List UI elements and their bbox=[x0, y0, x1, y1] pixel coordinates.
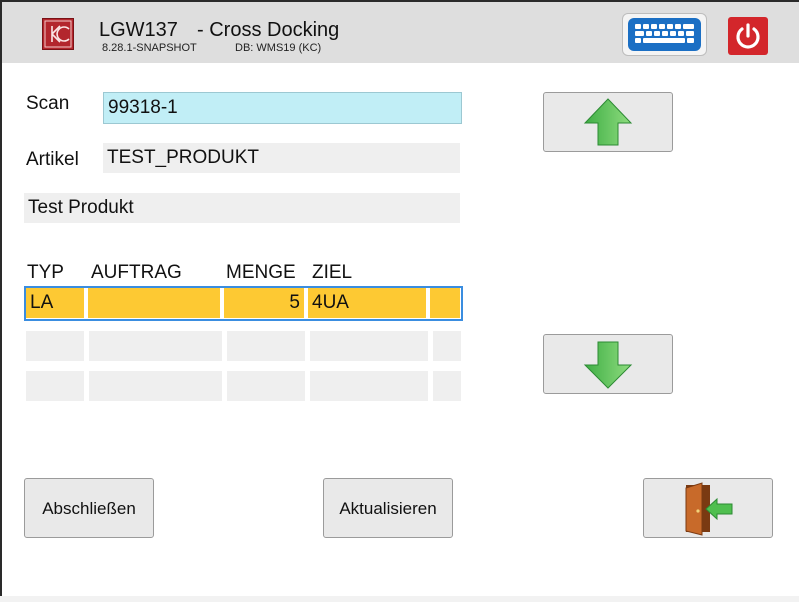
version-label: 8.28.1-SNAPSHOT bbox=[102, 42, 197, 54]
cell-empty bbox=[310, 331, 428, 361]
cell-typ: LA bbox=[26, 288, 84, 318]
cell-empty bbox=[310, 371, 428, 401]
scan-input[interactable] bbox=[103, 92, 462, 124]
close-order-button[interactable]: Abschließen bbox=[24, 478, 154, 538]
col-header-auftrag: AUFTRAG bbox=[91, 262, 182, 283]
window-frame-left bbox=[0, 0, 2, 602]
cell-empty bbox=[227, 331, 305, 361]
cell-ziel: 4UA bbox=[308, 288, 426, 318]
artikel-value: TEST_PRODUKT bbox=[103, 143, 460, 173]
kc-logo bbox=[42, 18, 74, 50]
app-title: - Cross Docking bbox=[197, 19, 340, 41]
cell-empty bbox=[26, 371, 84, 401]
exit-door-icon bbox=[685, 482, 733, 536]
scroll-up-button[interactable] bbox=[543, 92, 673, 152]
power-icon bbox=[736, 23, 760, 49]
col-header-typ: TYP bbox=[27, 262, 64, 283]
cell-empty bbox=[227, 371, 305, 401]
keyboard-icon bbox=[628, 18, 701, 51]
keyboard-button[interactable] bbox=[622, 13, 707, 56]
selection-outline bbox=[24, 286, 463, 321]
cell-extra bbox=[430, 288, 460, 318]
col-header-ziel: ZIEL bbox=[312, 262, 353, 283]
cell-menge: 5 bbox=[224, 288, 304, 318]
cell-auftrag bbox=[88, 288, 220, 318]
arrow-up-icon bbox=[583, 98, 633, 146]
app-code: LGW137 bbox=[99, 19, 178, 41]
cell-empty bbox=[433, 331, 461, 361]
db-label: DB: WMS19 (KC) bbox=[235, 42, 322, 54]
description-value: Test Produkt bbox=[24, 193, 460, 223]
arrow-down-icon bbox=[583, 341, 633, 389]
cell-empty bbox=[26, 331, 84, 361]
artikel-label: Artikel bbox=[26, 149, 79, 170]
cell-empty bbox=[89, 371, 222, 401]
cell-empty bbox=[433, 371, 461, 401]
cell-empty bbox=[89, 331, 222, 361]
exit-button[interactable] bbox=[643, 478, 773, 538]
col-header-menge: MENGE bbox=[226, 262, 296, 283]
refresh-button[interactable]: Aktualisieren bbox=[323, 478, 453, 538]
app-header: LGW137 - Cross Docking 8.28.1-SNAPSHOT D… bbox=[2, 2, 799, 63]
window-frame-bottom bbox=[0, 596, 799, 602]
power-button[interactable] bbox=[728, 17, 768, 55]
scan-label: Scan bbox=[26, 93, 70, 114]
window-frame-top bbox=[0, 0, 799, 2]
scroll-down-button[interactable] bbox=[543, 334, 673, 394]
